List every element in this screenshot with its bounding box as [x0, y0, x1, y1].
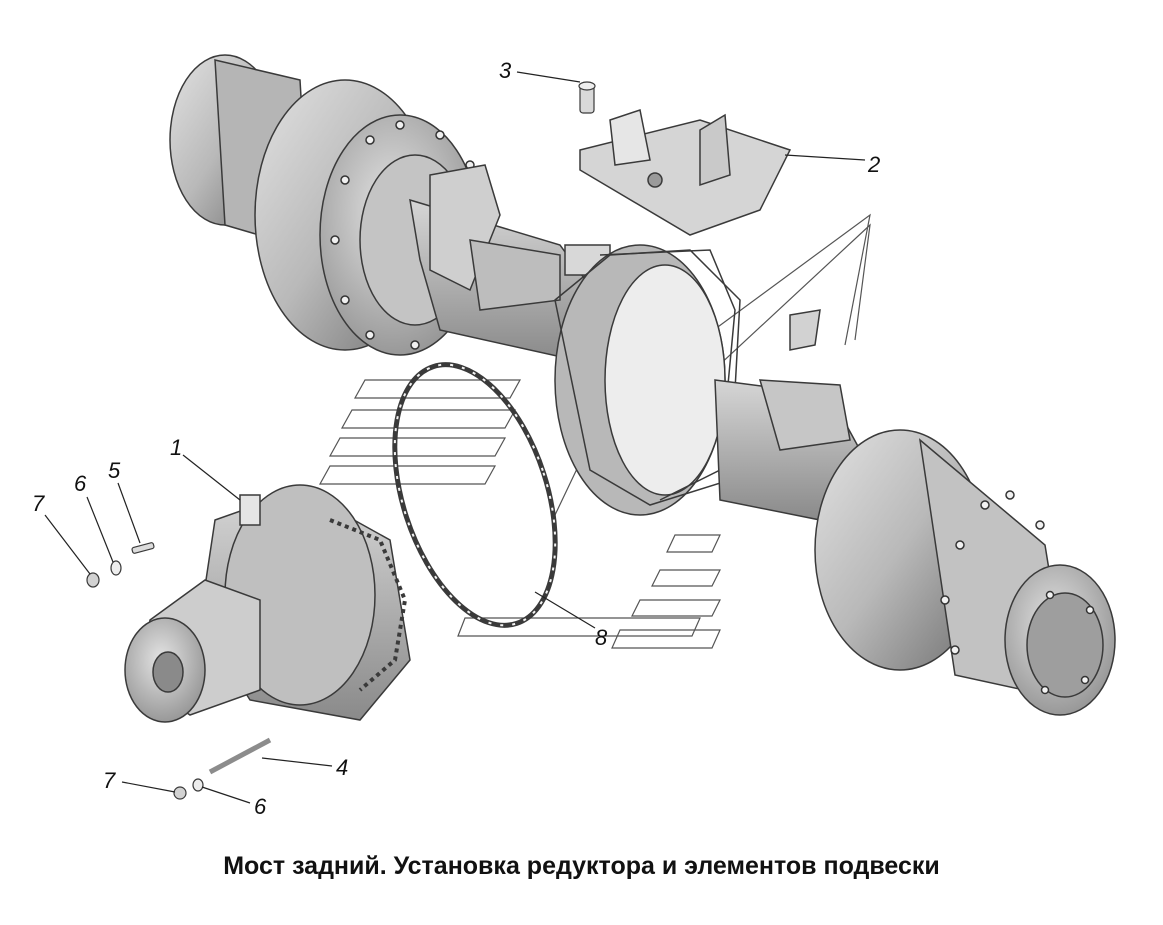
- callout-8: 8: [595, 625, 608, 650]
- callout-6-top: 6: [74, 471, 87, 496]
- callout-7-top: 7: [32, 491, 45, 516]
- washer-6-top: [110, 560, 122, 576]
- callout-labels: 1 2 3 4 5 6 6 7 7 8: [32, 58, 880, 819]
- drive-gear-teeth: [329, 518, 408, 692]
- spring-seat-right: [758, 379, 851, 451]
- final-drive-reducer: [124, 484, 411, 723]
- callout-6-bottom: 6: [254, 794, 267, 819]
- bolt: [578, 81, 596, 114]
- leader-lines: [44, 71, 866, 804]
- hardware: [86, 542, 272, 800]
- stud-5: [131, 542, 155, 554]
- callout-2: 2: [867, 152, 880, 177]
- nut-7-bottom: [173, 786, 187, 800]
- rear-axle-housing: [169, 54, 1116, 716]
- callout-5: 5: [108, 458, 121, 483]
- washer-6-bottom: [192, 778, 204, 792]
- callout-3: 3: [499, 58, 512, 83]
- banjo-housing-ring: [604, 264, 726, 496]
- gasket: [392, 362, 558, 628]
- callout-4: 4: [336, 755, 348, 780]
- right-hub-studs: [940, 490, 1095, 695]
- spring-bracket: [579, 109, 792, 236]
- callout-7-bottom: 7: [103, 768, 116, 793]
- callout-1: 1: [170, 435, 182, 460]
- diagram-caption: Мост задний. Установка редуктора и элеме…: [223, 852, 940, 880]
- stud-4: [208, 737, 272, 775]
- spring-seat-left: [469, 239, 561, 311]
- nut-7-top: [86, 572, 100, 588]
